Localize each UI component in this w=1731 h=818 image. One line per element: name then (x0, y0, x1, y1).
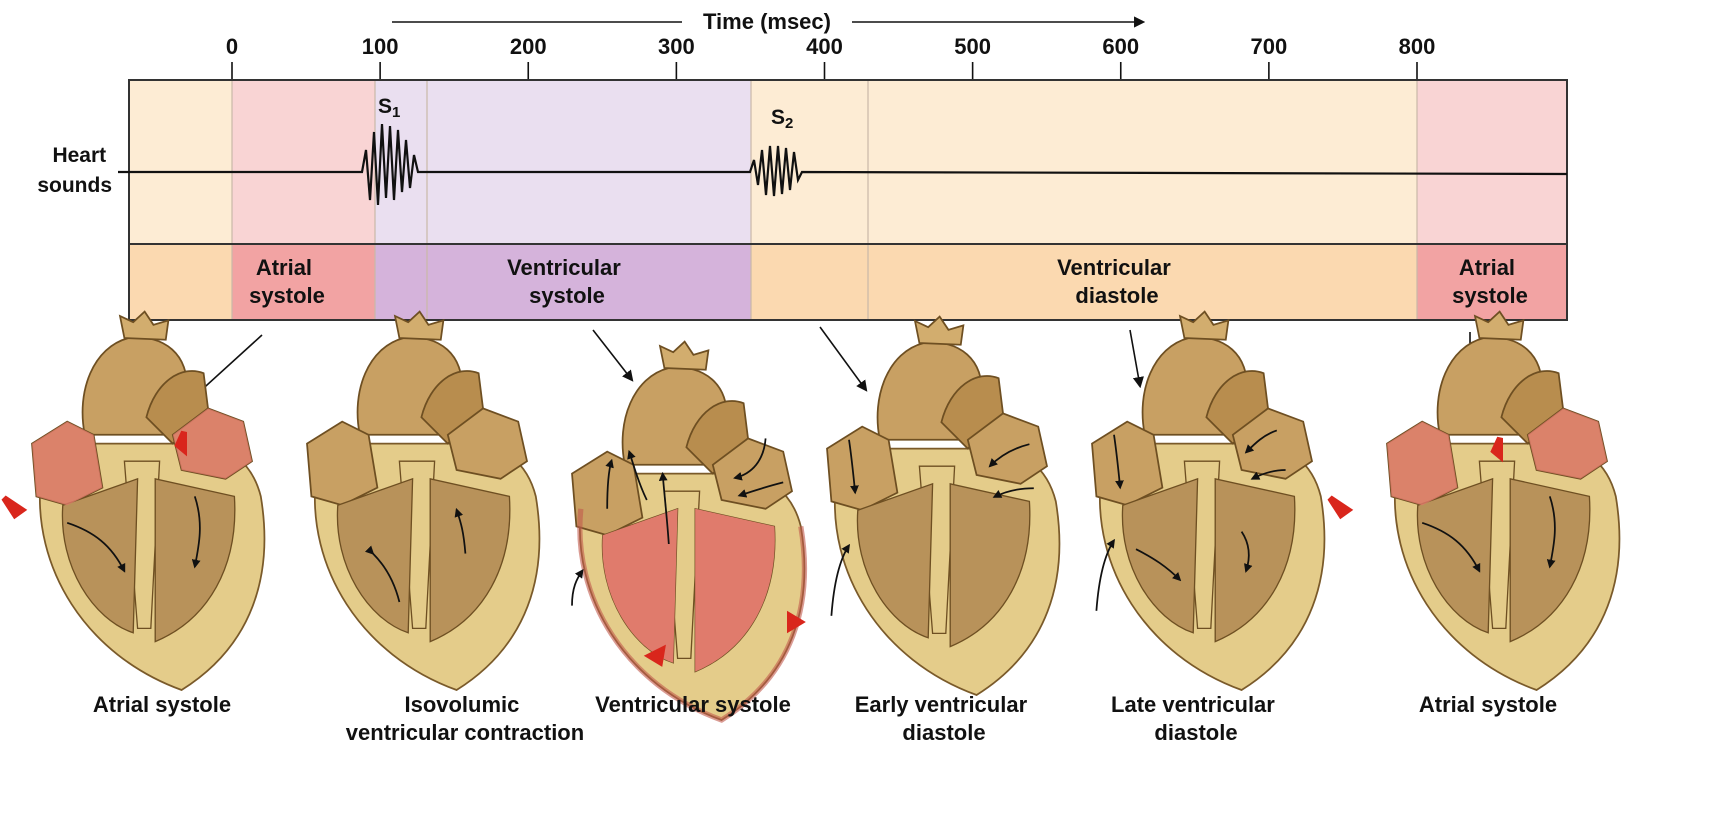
stage-caption-5: Late ventricular diastole (1111, 692, 1281, 745)
heart-illustration-ventricular-systole (572, 342, 804, 720)
heart-illustration-late-diastole (1092, 312, 1324, 690)
time-axis-ticks: 0 100 200 300 400 500 600 700 800 (226, 34, 1435, 80)
time-tick-label-500: 500 (954, 34, 991, 59)
stage-caption-2: Isovolumic ventricular contraction (346, 692, 584, 745)
red-arrow-icon (1494, 438, 1500, 456)
heart-sounds-band-atrial-1 (232, 80, 375, 244)
time-tick-label-400: 400 (806, 34, 843, 59)
time-tick-label-100: 100 (362, 34, 399, 59)
heart-illustration-atrial-systole (32, 312, 264, 690)
stage-caption-3: Ventricular systole (595, 692, 791, 717)
heart-illustration-isovolumic (307, 312, 539, 690)
red-arrow-icon (1330, 498, 1348, 515)
heart-illustration-early-diastole (827, 317, 1059, 695)
time-tick-label-600: 600 (1102, 34, 1139, 59)
time-tick-label-800: 800 (1399, 34, 1436, 59)
heart-sounds-band-ventricular (427, 80, 751, 244)
red-arrow-icon (4, 498, 22, 515)
red-arrow-icon (790, 616, 800, 628)
pointer-arrow-early-diastole (820, 327, 866, 390)
pointer-arrow-ventricular-systole (593, 330, 632, 380)
time-tick-label-300: 300 (658, 34, 695, 59)
pointer-arrow-late-diastole (1130, 330, 1140, 386)
time-tick-label-0: 0 (226, 34, 238, 59)
heart-sounds-band-atrial-2 (1417, 80, 1567, 244)
time-tick-label-200: 200 (510, 34, 547, 59)
heart-sounds-label: Heart sounds (37, 144, 112, 197)
stage-caption-6: Atrial systole (1419, 692, 1557, 717)
stage-caption-4: Early ventricular diastole (855, 692, 1034, 745)
heart-illustration-atrial-systole-2 (1387, 312, 1619, 690)
time-tick-label-700: 700 (1251, 34, 1288, 59)
red-arrow-icon (650, 650, 662, 662)
time-axis-title: Time (msec) (703, 9, 831, 34)
stage-caption-1: Atrial systole (93, 692, 231, 717)
